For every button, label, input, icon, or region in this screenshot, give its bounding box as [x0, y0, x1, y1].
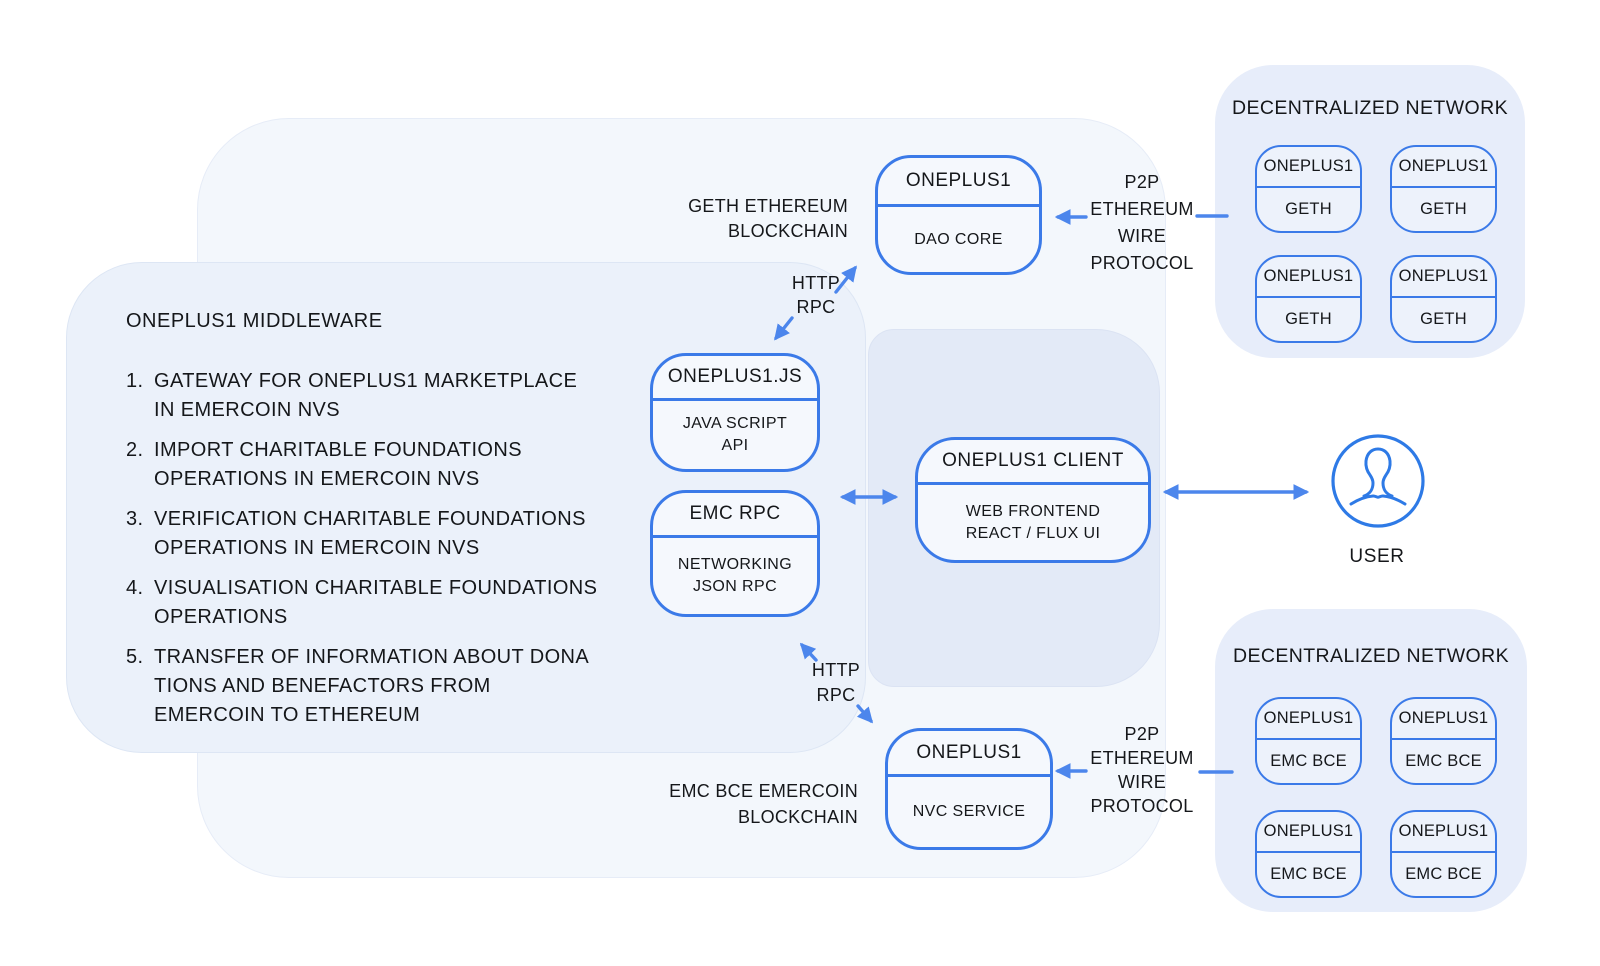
http-rpc-label-bottom: HTTP RPC — [811, 660, 861, 705]
network-node-geth: ONEPLUS1 GETH — [1390, 255, 1497, 343]
list-item-number: 2. — [126, 439, 144, 461]
geth-blockchain-label: GETH ETHEREUM BLOCKCHAIN — [688, 196, 848, 241]
middleware-title: ONEPLUS1 MIDDLEWARE — [126, 310, 383, 332]
decentralized-network-top: DECENTRALIZED NETWORK ONEPLUS1 GETH ONEP… — [1215, 65, 1525, 358]
node-body-line: JAVA SCRIPT — [682, 415, 788, 432]
network-node-geth: ONEPLUS1 GETH — [1390, 145, 1497, 233]
list-item-text: VERIFICATION CHARITABLE FOUNDATIONS OPER… — [154, 508, 586, 559]
network-node-emc-bce: ONEPLUS1 EMC BCE — [1255, 697, 1362, 785]
node-title: ONEPLUS1 — [888, 731, 1050, 777]
node-title: ONEPLUS1 CLIENT — [918, 440, 1148, 485]
network-node-emc-bce: ONEPLUS1 EMC BCE — [1255, 810, 1362, 898]
user-label: USER — [1349, 546, 1405, 567]
list-item: 2. IMPORT CHARITABLE FOUNDATIONS OPERATI… — [126, 436, 597, 494]
list-item-text: TRANSFER OF INFORMATION ABOUT DONA TIONS… — [154, 646, 590, 726]
list-item-number: 4. — [126, 577, 144, 599]
node-body-line: DAO CORE — [914, 230, 1003, 248]
network-node-geth: ONEPLUS1 GETH — [1255, 145, 1362, 233]
list-item-number: 5. — [126, 646, 144, 668]
p2p-protocol-label-top: P2P ETHEREUM WIRE PROTOCOL — [1090, 172, 1194, 273]
list-item: 1. GATEWAY FOR ONEPLUS1 MARKETPLACE IN E… — [126, 367, 597, 425]
list-item: 4. VISUALISATION CHARITABLE FOUNDATIONS … — [126, 574, 597, 632]
node-body-line: REACT / FLUX UI — [965, 524, 1101, 542]
network-node-emc-bce: ONEPLUS1 EMC BCE — [1390, 810, 1497, 898]
network-node-geth: ONEPLUS1 GETH — [1255, 255, 1362, 343]
p2p-protocol-label-bottom: P2P ETHEREUM WIRE PROTOCOL — [1090, 724, 1194, 816]
middleware-feature-list: 1. GATEWAY FOR ONEPLUS1 MARKETPLACE IN E… — [126, 367, 597, 741]
node-nvc-service: ONEPLUS1 NVC SERVICE — [885, 728, 1053, 850]
list-item-text: IMPORT CHARITABLE FOUNDATIONS OPERATIONS… — [154, 439, 522, 490]
node-oneplus1-js: ONEPLUS1.JS JAVA SCRIPT API — [650, 353, 820, 472]
user-icon — [1330, 433, 1426, 529]
node-oneplus1-client: ONEPLUS1 CLIENT WEB FRONTEND REACT / FLU… — [915, 437, 1151, 563]
list-item-text: VISUALISATION CHARITABLE FOUNDATIONS OPE… — [154, 577, 598, 628]
node-emc-rpc: EMC RPC NETWORKING JSON RPC — [650, 490, 820, 617]
node-body-line: WEB FRONTEND — [965, 502, 1101, 520]
http-rpc-label-top: HTTP RPC — [791, 273, 841, 317]
network-title: DECENTRALIZED NETWORK — [1232, 645, 1509, 667]
emc-blockchain-label: EMC BCE EMERCOIN BLOCKCHAIN — [669, 781, 858, 827]
node-body-line: API — [721, 437, 749, 454]
list-item-number: 1. — [126, 370, 144, 392]
list-item: 3. VERIFICATION CHARITABLE FOUNDATIONS O… — [126, 505, 597, 563]
list-item-text: GATEWAY FOR ONEPLUS1 MARKETPLACE IN EMER… — [154, 370, 578, 421]
node-title: ONEPLUS1 — [878, 158, 1039, 207]
list-item: 5. TRANSFER OF INFORMATION ABOUT DONA TI… — [126, 643, 597, 730]
node-title: ONEPLUS1.JS — [653, 356, 817, 401]
node-body-line: JSON RPC — [692, 578, 778, 595]
node-title: EMC RPC — [653, 493, 817, 538]
network-title: DECENTRALIZED NETWORK — [1231, 97, 1508, 119]
node-dao-core: ONEPLUS1 DAO CORE — [875, 155, 1042, 275]
decentralized-network-bottom: DECENTRALIZED NETWORK ONEPLUS1 EMC BCE O… — [1215, 609, 1527, 912]
node-body-line: NVC SERVICE — [912, 803, 1026, 820]
node-body-line: NETWORKING — [677, 556, 793, 573]
network-node-emc-bce: ONEPLUS1 EMC BCE — [1390, 697, 1497, 785]
list-item-number: 3. — [126, 508, 144, 530]
